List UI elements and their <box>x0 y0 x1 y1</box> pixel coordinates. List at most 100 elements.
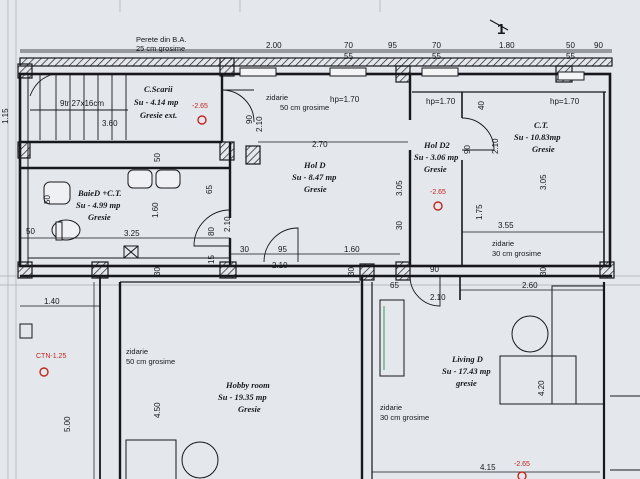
room-ct: C.T. Su - 10.83mp Gresie <box>514 120 561 154</box>
room-area: Su - 10.83mp <box>514 132 561 142</box>
dim: 2.60 <box>522 281 538 290</box>
bath-fixtures <box>43 169 181 259</box>
room-name: BaieD +C.T. <box>77 188 122 198</box>
top-dim-5: 70 <box>432 41 441 50</box>
dim: 1.15 <box>1 108 10 124</box>
room-name: Hol D2 <box>423 140 450 150</box>
masonry-note-2b: 30 cm grosime <box>492 249 541 258</box>
masonry-note-4b: 30 cm grosime <box>380 413 429 422</box>
sill-heights: hp=1.70 hp=1.70 hp=1.70 <box>330 95 580 106</box>
dim: 4.50 <box>153 402 162 418</box>
concrete-wall-top <box>19 57 613 67</box>
dimension-lines <box>20 51 612 479</box>
dim: 30 <box>395 221 404 230</box>
dim: 4.15 <box>480 463 496 472</box>
room-name: C.T. <box>534 120 548 130</box>
staircase <box>29 73 220 140</box>
interior-dimensions: 2.10 90 50 2.70 40 90 2.10 3.05 3.05 1.7… <box>1 101 548 472</box>
dim: 4.20 <box>537 380 546 396</box>
dim: 95 <box>278 245 287 254</box>
dim: 90 <box>245 115 254 124</box>
room-finish: Gresie ext. <box>140 110 177 120</box>
room-hol-d: Hol D Su - 8.47 mp Gresie <box>292 160 336 194</box>
dim: 2.10 <box>255 116 264 132</box>
room-area: Su - 17.43 mp <box>442 366 491 376</box>
room-living: Living D Su - 17.43 mp gresie <box>442 354 491 388</box>
dim: 80 <box>207 227 216 236</box>
top-wall-name: Perete din B.A. <box>136 35 186 44</box>
top-dimension-labels: 2.00 70 55 95 70 55 1.80 50 90 55 <box>266 41 603 61</box>
dim: 50 <box>43 195 52 204</box>
dim: 2.10 <box>430 293 446 302</box>
dim: 1.60 <box>344 245 360 254</box>
dim: 90 <box>430 265 439 274</box>
room-finish: Gresie <box>238 404 261 414</box>
room-area: Su - 4.99 mp <box>76 200 120 210</box>
room-name: Hobby room <box>225 380 270 390</box>
room-area: Su - 4.14 mp <box>134 97 178 107</box>
dim: 1.60 <box>151 202 160 218</box>
masonry-note-4a: zidarie <box>380 403 402 412</box>
top-dim-7: 1.80 <box>499 41 515 50</box>
sill-height-1: hp=1.70 <box>330 95 360 104</box>
windows <box>239 67 585 81</box>
masonry-note-1b: 50 cm grosime <box>280 103 329 112</box>
dim: 30 <box>347 267 356 276</box>
dim: 3.55 <box>498 221 514 230</box>
dim: 2.10 <box>491 138 500 154</box>
masonry-note-3b: 50 cm grosime <box>126 357 175 366</box>
masonry-note-2a: zidarie <box>492 239 514 248</box>
sheet-number: 1 <box>497 21 505 38</box>
level-marker-icon <box>433 201 443 211</box>
top-dim-6: 55 <box>432 52 441 61</box>
door-swings <box>193 89 495 307</box>
dim: 50 <box>153 153 162 162</box>
room-finish: Gresie <box>88 212 111 222</box>
dim: 2.10 <box>272 261 288 270</box>
top-dim-1: 2.00 <box>266 41 282 50</box>
masonry-note-1a: zidarie <box>266 93 288 102</box>
room-finish: Gresie <box>532 144 555 154</box>
sill-height-2: hp=1.70 <box>426 97 456 106</box>
dim: 1.40 <box>44 297 60 306</box>
room-finish: Gresie <box>424 164 447 174</box>
stair-steps: 9tr 27x16cm <box>60 99 104 108</box>
furniture <box>125 285 640 479</box>
room-finish: gresie <box>455 378 477 388</box>
dim: 1.75 <box>475 204 484 220</box>
room-area: Su - 3.06 mp <box>414 152 458 162</box>
dim: 30 <box>539 267 548 276</box>
level-3: -2.65 <box>514 461 530 468</box>
dim: 50 <box>26 227 35 236</box>
level-2: -2.65 <box>430 189 446 196</box>
room-name: Hol D <box>303 160 326 170</box>
level-1: -2.65 <box>192 103 208 110</box>
top-wall-thickness: 25 cm grosime <box>136 44 185 53</box>
room-hobby: Hobby room Su - 19.35 mp Gresie <box>218 380 270 414</box>
room-area: Su - 8.47 mp <box>292 172 336 182</box>
stair-width: 3.60 <box>102 119 118 128</box>
ctn-marker-icon <box>39 367 49 377</box>
top-dim-4: 95 <box>388 41 397 50</box>
room-name: C.Scarii <box>144 84 173 94</box>
room-name: Living D <box>451 354 483 364</box>
room-finish: Gresie <box>304 184 327 194</box>
ctn-level: CTN-1.25 <box>36 353 66 360</box>
dim: 5.00 <box>63 416 72 432</box>
dim: 40 <box>477 101 486 110</box>
dim: 3.05 <box>395 180 404 196</box>
dim: 90 <box>463 145 472 154</box>
dim: 65 <box>390 281 399 290</box>
level-markers: -2.65 -2.65 -2.65 CTN-1.25 <box>19 103 530 479</box>
sill-height-3: hp=1.70 <box>550 97 580 106</box>
room-bath: BaieD +C.T. Su - 4.99 mp Gresie <box>76 188 122 222</box>
dim: 3.25 <box>124 229 140 238</box>
dim: 2.70 <box>312 140 328 149</box>
dim: 30 <box>240 245 249 254</box>
dim: 30 <box>153 267 162 276</box>
room-stair-core: C.Scarii Su - 4.14 mp Gresie ext. 9tr 27… <box>60 84 178 128</box>
top-dim-2: 70 <box>344 41 353 50</box>
dim: 15 <box>207 255 216 264</box>
room-area: Su - 19.35 mp <box>218 392 267 402</box>
